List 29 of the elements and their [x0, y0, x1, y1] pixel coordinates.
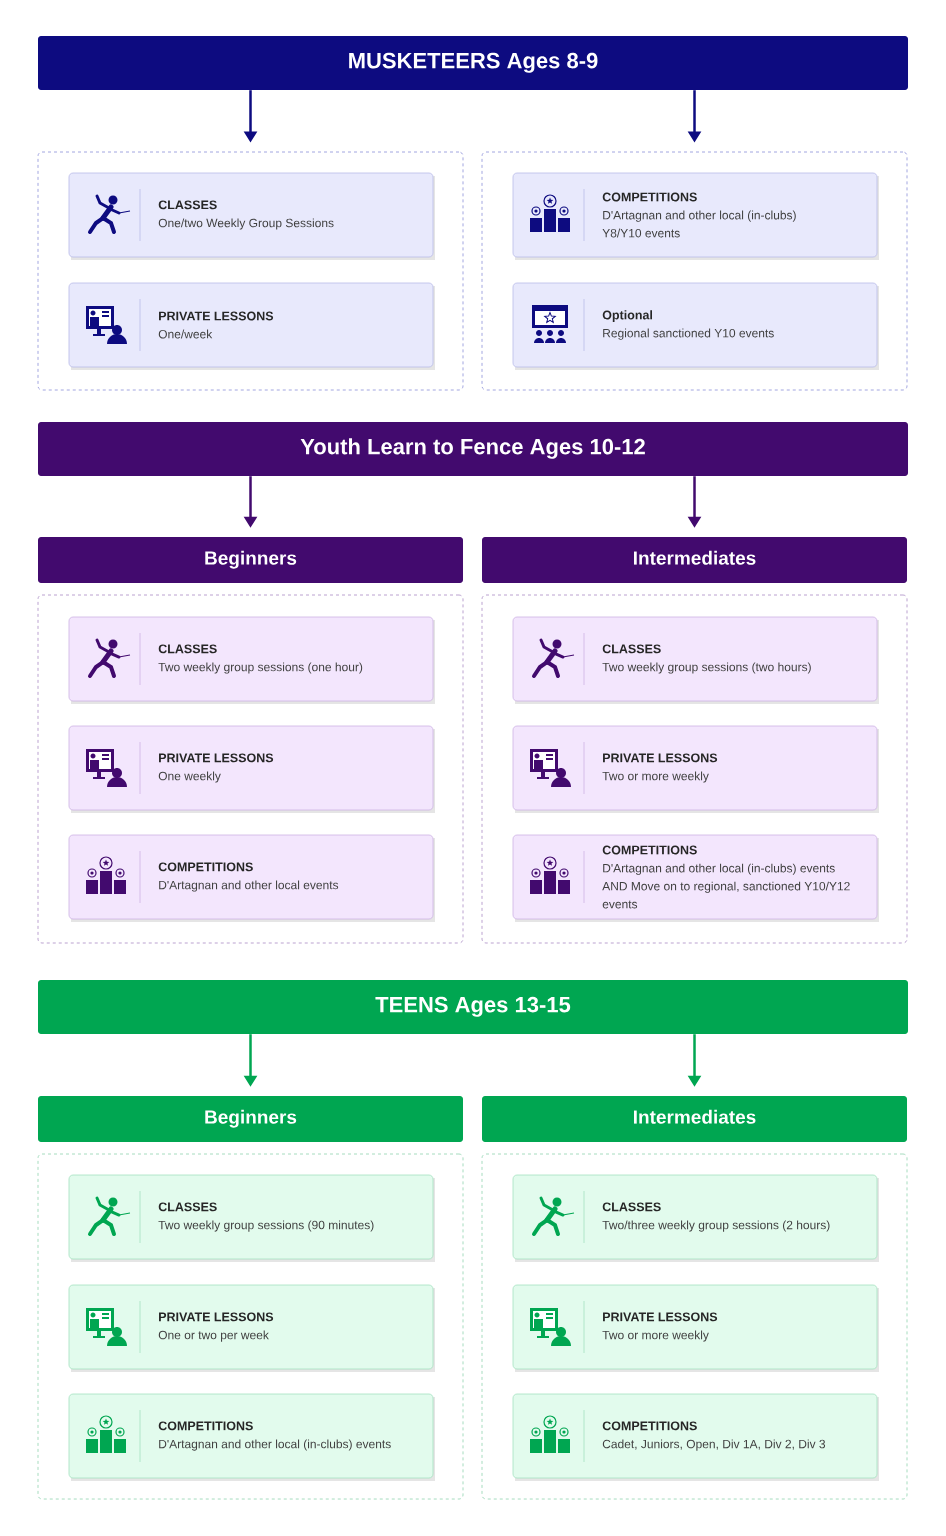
level-banner: Intermediates — [482, 1096, 907, 1142]
level-banner: Beginners — [38, 537, 463, 583]
dashed-group-frame — [481, 151, 908, 391]
program-card: PRIVATE LESSONS One weekly — [68, 725, 435, 813]
dashed-group-frame — [37, 594, 464, 944]
dashed-group-frame — [37, 151, 464, 391]
section-header: Youth Learn to Fence Ages 10-12 — [38, 422, 908, 476]
dashed-group-frame — [37, 1153, 464, 1500]
dashed-group-frame — [481, 1153, 908, 1500]
program-card: PRIVATE LESSONS Two or more weekly — [512, 1284, 879, 1372]
program-card: CLASSES One/two Weekly Group Sessions — [68, 172, 435, 260]
program-card: PRIVATE LESSONS One or two per week — [68, 1284, 435, 1372]
program-card: CLASSES Two weekly group sessions (90 minutes) — [68, 1174, 435, 1262]
dashed-group-frame — [481, 594, 908, 944]
program-card: CLASSES Two/three weekly group sessions (2 hours) — [512, 1174, 879, 1262]
section-header: MUSKETEERS Ages 8-9 — [38, 36, 908, 90]
program-card: COMPETITIONS D'Artagnan and other local (in-clubs) events AND Move on to regional, sanctioned Y10/Y12 events — [512, 834, 879, 922]
program-card: COMPETITIONS D'Artagnan and other local (in-clubs) events — [68, 1393, 435, 1481]
level-banner: Beginners — [38, 1096, 463, 1142]
program-card: COMPETITIONS Cadet, Juniors, Open, Div 1A, Div 2, Div 3 — [512, 1393, 879, 1481]
program-card: COMPETITIONS D'Artagnan and other local events — [68, 834, 435, 922]
program-card: PRIVATE LESSONS Two or more weekly — [512, 725, 879, 813]
program-card: PRIVATE LESSONS One/week — [68, 282, 435, 370]
section-header: TEENS Ages 13-15 — [38, 980, 908, 1034]
program-card: COMPETITIONS D'Artagnan and other local (in-clubs) Y8/Y10 events — [512, 172, 879, 260]
program-card: CLASSES Two weekly group sessions (two hours) — [512, 616, 879, 704]
level-banner: Intermediates — [482, 537, 907, 583]
program-card: CLASSES Two weekly group sessions (one hour) — [68, 616, 435, 704]
program-card: Optional Regional sanctioned Y10 events — [512, 282, 879, 370]
